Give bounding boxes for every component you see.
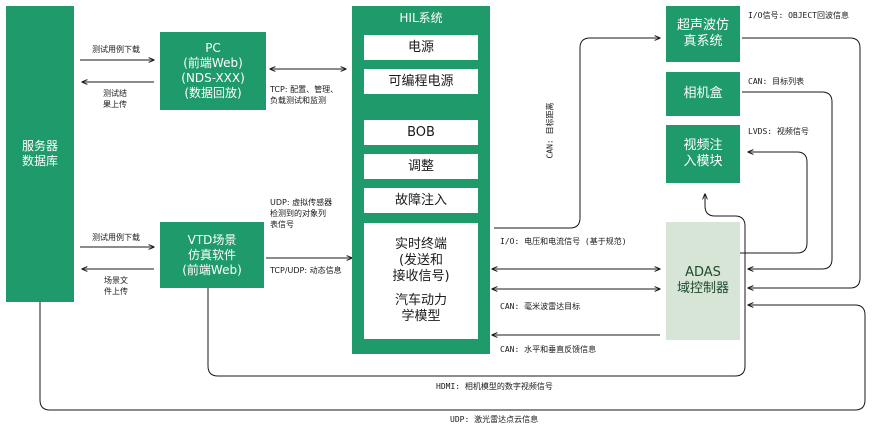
hil-title: HIL系统 [399, 11, 443, 25]
pc-upload-label-2: 果上传 [103, 100, 127, 109]
camera-box: 相机盒 [666, 72, 740, 116]
pc-title: PC [205, 41, 221, 55]
udp-label-1: UDP: 虚拟传感器 [270, 198, 333, 207]
server-database-box: 服务器 数据库 [6, 6, 74, 302]
pc-line2: (前端Web) [183, 56, 243, 70]
vtd-line1: VTD场景 [187, 232, 237, 247]
rt-line5: 学模型 [401, 309, 441, 324]
udp-label-3: 表信号 [270, 220, 294, 229]
ultrasonic-line1: 超声波仿 [676, 18, 729, 33]
lvds-label: LVDS: 视频信号 [748, 127, 809, 136]
camera-label: 相机盒 [683, 86, 723, 101]
can-targets-line [742, 91, 833, 269]
vtd-line3: (前端Web) [182, 262, 242, 277]
video-line1: 视频注 [683, 138, 723, 153]
hdmi-label: HDMI: 相机模型的数字视频信号 [436, 382, 553, 391]
rt-line4: 汽车动力 [394, 293, 447, 308]
pc-download-label: 测试用例下载 [92, 45, 140, 54]
server-label: 服务器 [21, 139, 58, 153]
tcp-label-2: 负载测试和监测 [270, 96, 326, 105]
pc-line4: (数据回放) [184, 86, 242, 100]
can-targets-label: CAN: 目标列表 [748, 77, 805, 86]
io-ultrasonic-line [742, 37, 861, 288]
hil-module-bob: BOB [363, 119, 479, 146]
vtd-download-label: 测试用例下载 [92, 233, 140, 242]
database-label: 数据库 [21, 154, 58, 168]
ultrasonic-sim-box: 超声波仿 真系统 [666, 6, 740, 62]
hil-module-power: 电源 [363, 34, 479, 61]
can-radar-label: CAN: 毫米波雷达目标 [500, 302, 581, 311]
hil-module-programmable-power: 可编程电源 [363, 68, 479, 95]
video-line2: 入模块 [683, 154, 723, 169]
udp-lidar-line [39, 302, 866, 411]
io-voltage-label: I/O: 电压和电流信号 (基于规范) [500, 237, 627, 246]
hil-realtime-terminal: 实时终端 (发送和 接收信号) 汽车动力 学模型 [363, 222, 479, 340]
tcpudp-label: TCP/UDP: 动态信息 [270, 266, 342, 275]
hil-module-fault-injection: 故障注入 [363, 187, 479, 214]
can-distance-label: CAN: 目标距离 [545, 102, 555, 159]
udp-lidar-label: UDP: 激光雷达点云信息 [450, 415, 539, 424]
vtd-line2: 仿真软件 [187, 247, 236, 262]
pc-line3: (NDS-XXX) [181, 71, 245, 85]
pc-upload-label-1: 测试结 [103, 89, 127, 98]
hdmi-line [207, 194, 746, 377]
lvds-line [740, 152, 808, 254]
udp-label-2: 检测到的对象列 [270, 209, 326, 218]
hil-module-adjust: 调整 [363, 153, 479, 180]
adas-line1: ADAS [685, 265, 721, 280]
adas-line2: 域控制器 [676, 281, 729, 296]
vtd-upload-label-1: 场景文 [104, 276, 128, 285]
rt-line2: (发送和 [398, 253, 444, 268]
video-injection-box: 视频注 入模块 [666, 125, 740, 183]
can-feedback-label: CAN: 水平和垂直反馈信息 [500, 345, 597, 354]
tcp-label-1: TCP: 配置、管理、 [270, 85, 339, 94]
vtd-upload-label-2: 件上传 [104, 287, 128, 296]
vtd-box: VTD场景 仿真软件 (前端Web) [160, 222, 264, 288]
ultrasonic-line2: 真系统 [683, 34, 723, 49]
rt-line1: 实时终端 [394, 237, 447, 252]
rt-line3: 接收信号) [392, 269, 450, 284]
adas-controller-box: ADAS 域控制器 [666, 222, 740, 340]
io-ultrasonic-label: I/O信号: OBJECT回波信息 [748, 11, 849, 20]
can-distance-line [494, 38, 660, 229]
pc-box: PC (前端Web) (NDS-XXX) (数据回放) [160, 32, 266, 110]
